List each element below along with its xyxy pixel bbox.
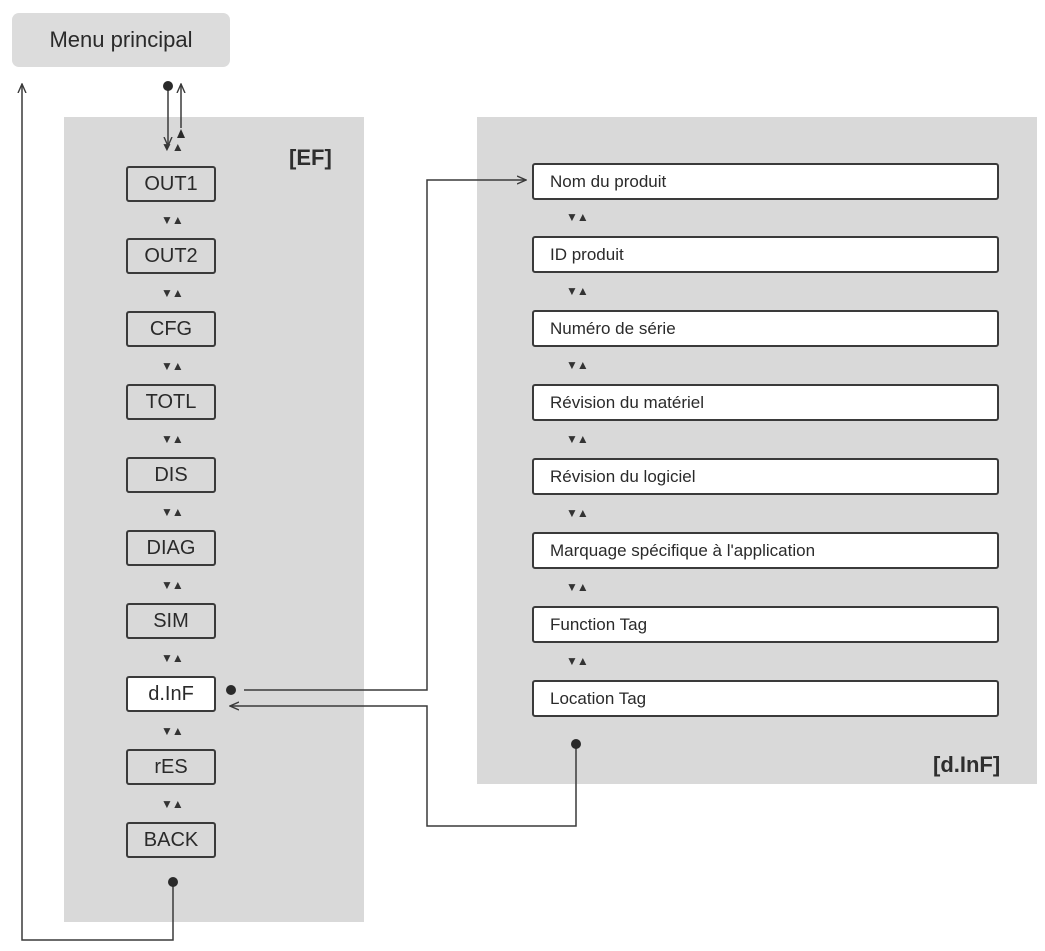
ef-item-label: BACK <box>143 828 199 851</box>
info-item-label: Révision du matériel <box>550 392 705 412</box>
ef-item-back[interactable]: BACK <box>126 822 216 858</box>
up-down-arrows-icon: ▼▲ <box>566 432 589 446</box>
ef-item-diag[interactable]: DIAG <box>126 530 216 566</box>
up-down-arrows-icon: ▼▲ <box>161 286 184 300</box>
ef-item-dis[interactable]: DIS <box>126 457 216 493</box>
dinf-return-line <box>230 706 577 827</box>
small-up-arrow-icon <box>177 129 185 138</box>
ef-item-label: OUT2 <box>144 244 198 267</box>
dot-back <box>168 877 178 887</box>
ef-item-out1[interactable]: OUT1 <box>126 166 216 202</box>
info-item-serial-number[interactable]: Numéro de série <box>532 310 999 347</box>
ef-item-dinf[interactable]: d.InF <box>126 676 216 712</box>
ef-item-label: d.InF <box>148 682 194 705</box>
up-down-arrows-icon: ▼▲ <box>161 797 184 811</box>
ef-panel-title: [EF] <box>289 145 332 170</box>
info-item-label: ID produit <box>550 244 624 264</box>
ef-item-label: rES <box>154 755 188 778</box>
ef-item-sim[interactable]: SIM <box>126 603 216 639</box>
info-item-label: Marquage spécifique à l'application <box>550 540 816 560</box>
ef-item-cfg[interactable]: CFG <box>126 311 216 347</box>
info-item-application-tag[interactable]: Marquage spécifique à l'application <box>532 532 999 569</box>
up-down-arrows-icon: ▼▲ <box>161 213 184 227</box>
up-down-arrows-icon: ▼▲ <box>566 506 589 520</box>
ef-item-res[interactable]: rES <box>126 749 216 785</box>
up-down-arrows-icon: ▼▲ <box>566 284 589 298</box>
dot-location-tag <box>571 739 581 749</box>
info-item-label: Révision du logiciel <box>550 466 696 486</box>
dinf-enter-line <box>244 180 526 691</box>
ef-item-out2[interactable]: OUT2 <box>126 238 216 274</box>
up-down-arrows-icon: ▼▲ <box>161 432 184 446</box>
up-down-arrows-icon: ▼▲ <box>566 654 589 668</box>
up-down-arrows-icon: ▼▲ <box>161 359 184 373</box>
info-item-function-tag[interactable]: Function Tag <box>532 606 999 643</box>
info-item-software-revision[interactable]: Révision du logiciel <box>532 458 999 495</box>
ef-item-label: DIS <box>154 463 188 486</box>
info-item-hardware-revision[interactable]: Révision du matériel <box>532 384 999 421</box>
up-down-arrows-icon: ▼▲ <box>566 580 589 594</box>
ef-item-label: OUT1 <box>144 172 198 195</box>
info-item-product-name[interactable]: Nom du produit <box>532 163 999 200</box>
ef-item-label: TOTL <box>145 390 197 413</box>
main-menu-label: Menu principal <box>49 27 193 52</box>
dot-dinf <box>226 685 236 695</box>
dinf-panel-title: [d.InF] <box>933 752 1001 777</box>
up-down-arrows-icon: ▼▲ <box>566 358 589 372</box>
info-item-location-tag[interactable]: Location Tag <box>532 680 999 717</box>
info-item-label: Numéro de série <box>550 318 676 338</box>
dot-menu <box>163 81 173 91</box>
back-return-line <box>22 84 174 941</box>
info-item-label: Nom du produit <box>550 171 667 191</box>
ef-item-label: CFG <box>149 317 193 340</box>
ef-item-label: SIM <box>153 609 189 632</box>
info-item-label: Function Tag <box>550 614 648 634</box>
up-down-arrows-icon: ▼▲ <box>161 724 184 738</box>
info-item-label: Location Tag <box>550 688 647 708</box>
ef-item-label: DIAG <box>146 536 196 559</box>
main-menu-button[interactable]: Menu principal <box>12 13 230 67</box>
ef-item-totl[interactable]: TOTL <box>126 384 216 420</box>
up-down-arrows-icon: ▼▲ <box>161 578 184 592</box>
up-down-arrows-icon: ▼▲ <box>161 505 184 519</box>
up-down-arrows-icon: ▼▲ <box>566 210 589 224</box>
info-item-product-id[interactable]: ID produit <box>532 236 999 273</box>
up-down-arrows-icon: ▼▲ <box>161 651 184 665</box>
dinf-panel <box>477 117 1037 784</box>
